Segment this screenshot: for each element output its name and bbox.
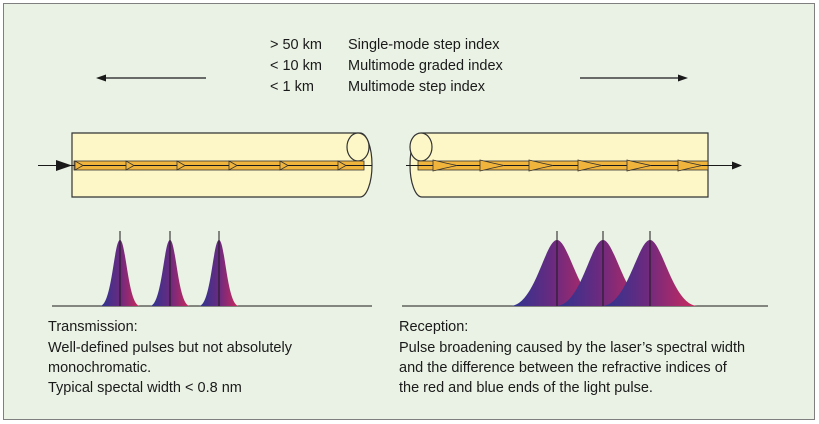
transmission-heading: Transmission: [48,319,138,335]
transmission-fiber [38,132,373,198]
fiber-type-3: Multimode step index [348,79,486,95]
right-arrow [580,74,688,82]
left-arrow [96,74,206,82]
fiber-type-2: Multimode graded index [348,58,503,74]
transmission-line-3: Typical spectal width < 0.8 nm [48,380,242,396]
distance-range-1: > 50 km [270,37,322,53]
reception-line-2: and the difference between the refractiv… [399,360,727,376]
reception-line-1: Pulse broadening caused by the laser’s s… [399,340,746,356]
reception-pulses [402,231,768,307]
diagram-frame [3,3,815,420]
reception-fiber [406,132,742,198]
distance-range-2: < 10 km [270,58,322,74]
reception-heading: Reception: [399,319,469,335]
transmission-pulses [52,231,372,307]
transmission-line-1: Well-defined pulses but not absolutely [48,340,292,356]
reception-line-3: the red and blue ends of the light pulse… [399,380,653,396]
fiber-type-1: Single-mode step index [348,37,500,53]
distance-range-3: < 1 km [270,79,314,95]
transmission-line-2: monochromatic. [48,360,152,376]
